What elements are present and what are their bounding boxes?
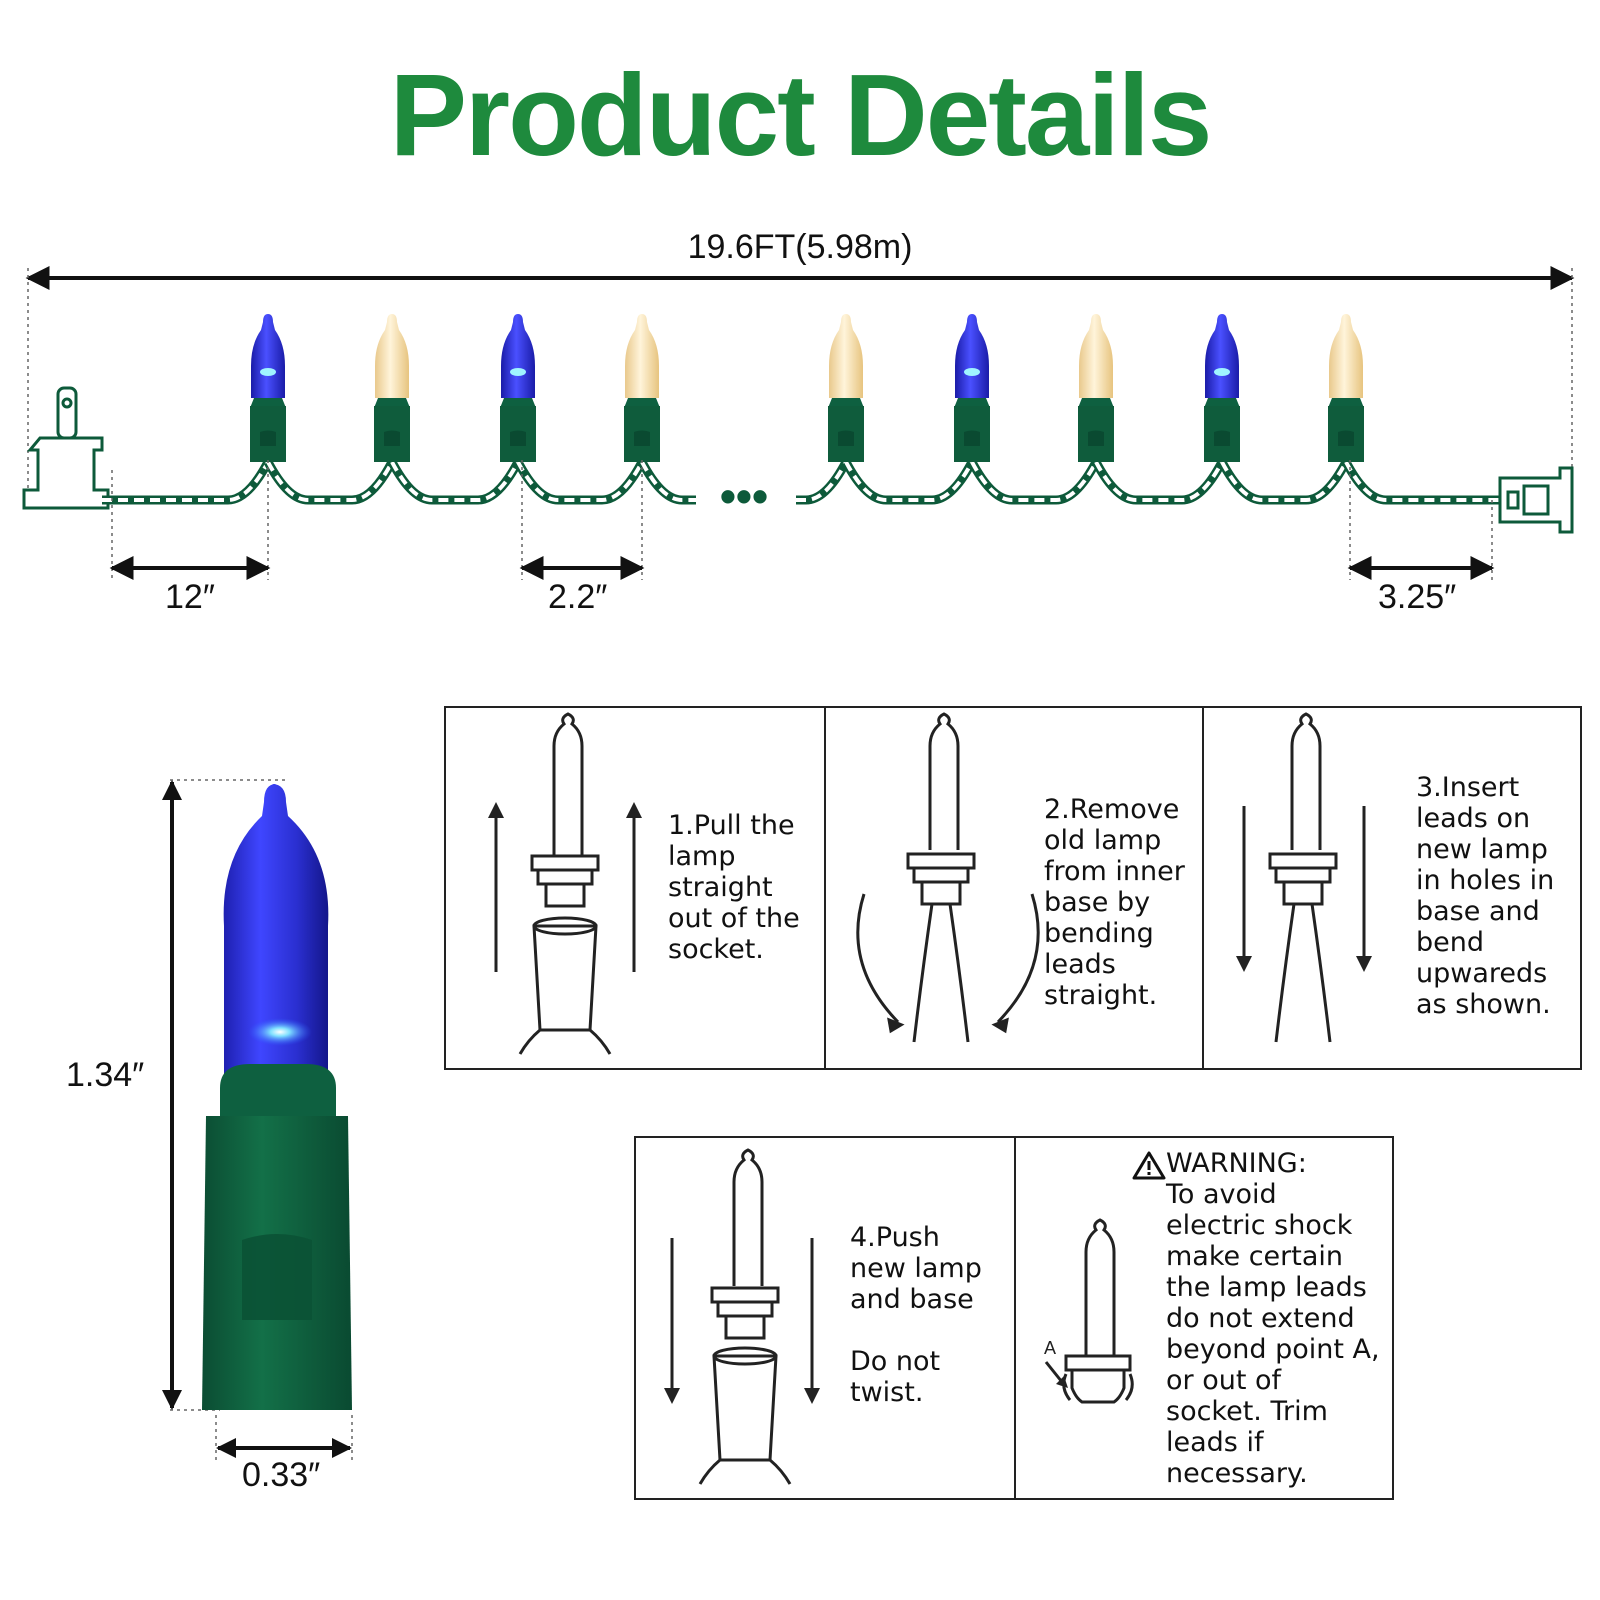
wire-segment: [390, 461, 520, 502]
wire-segment: [102, 461, 270, 502]
step-3-illustration: [1236, 712, 1372, 1043]
step-1-cell: 1.Pull the lamp straight out of the sock…: [446, 708, 824, 1068]
wire-segment: [842, 459, 976, 505]
bulb-spacing-label: 2.2″: [548, 578, 608, 616]
wire-segment: [1344, 461, 1500, 502]
step-1-illustration: [488, 712, 642, 1055]
instructions-panel-bottom: 4.Push new lamp and base Do not twist. A…: [634, 1136, 1394, 1500]
bulb-warm-white: [1328, 314, 1364, 462]
warning-title: WARNING:: [1166, 1148, 1307, 1179]
bulb-closeup: [162, 779, 353, 1460]
step-1-text: 1.Pull the lamp straight out of the sock…: [668, 810, 800, 965]
wire-segment: [1218, 459, 1350, 505]
wire-segment: [516, 461, 644, 502]
point-a-label: A: [1044, 1338, 1056, 1358]
instructions-panel-top: 1.Pull the lamp straight out of the sock…: [444, 706, 1582, 1070]
wire-segment: [1094, 461, 1224, 502]
warning-triangle-icon: [1132, 1151, 1166, 1180]
wire-segment: [102, 459, 272, 505]
step-2-text: 2.Remove old lamp from inner base by ben…: [1044, 794, 1185, 1011]
end-length-label: 3.25″: [1378, 578, 1457, 616]
wire-segment: [388, 459, 522, 505]
wire-segment: [266, 461, 394, 502]
bulb-blue: [250, 314, 286, 462]
warning-text: To avoid electric shock make certain the…: [1166, 1179, 1380, 1489]
wire-segment: [1092, 459, 1226, 505]
wire-segment: [1220, 461, 1348, 502]
bulb-warm-white: [1078, 314, 1114, 462]
bulb-blue: [1204, 314, 1240, 462]
total-length-label: 19.6FT(5.98m): [687, 228, 913, 266]
step-3-text: 3.Insert leads on new lamp in holes in b…: [1416, 772, 1555, 1020]
bulb-width-label: 0.33″: [242, 1456, 321, 1494]
ellipsis-text: •••: [720, 470, 768, 522]
wire-segment: [844, 461, 974, 502]
warning-cell: A WARNING: To avoid electric shock make …: [1014, 1138, 1396, 1498]
lead-length-label: 12″: [165, 578, 215, 616]
wire-segment: [968, 459, 1100, 505]
step-3-cell: 3.Insert leads on new lamp in holes in b…: [1202, 708, 1584, 1068]
wire-segment: [796, 459, 850, 505]
bulb-blue: [500, 314, 536, 462]
step-4-illustration: [664, 1148, 820, 1485]
plug-icon: [22, 386, 110, 510]
bulb-warm-white: [828, 314, 864, 462]
wire-segment: [514, 459, 646, 505]
bulb-warm-white: [374, 314, 410, 462]
end-connector-icon: [1498, 466, 1574, 534]
step-2-cell: 2.Remove old lamp from inner base by ben…: [824, 708, 1202, 1068]
bulb-height-label: 1.34″: [66, 1056, 145, 1094]
step-2-illustration: [856, 712, 1040, 1043]
bulb-warm-white: [624, 314, 660, 462]
step-4-cell: 4.Push new lamp and base Do not twist.: [636, 1138, 1014, 1498]
warning-illustration: A: [1044, 1218, 1134, 1404]
bulb-blue: [954, 314, 990, 462]
wire-segment: [640, 461, 696, 502]
light-string-diagram: •••: [22, 266, 1575, 580]
wire-segment: [638, 459, 696, 505]
wire-segment: [970, 461, 1098, 502]
wire-segment: [264, 459, 396, 505]
step-4-text: 4.Push new lamp and base Do not twist.: [850, 1222, 982, 1408]
page-title: Product Details: [389, 50, 1213, 180]
